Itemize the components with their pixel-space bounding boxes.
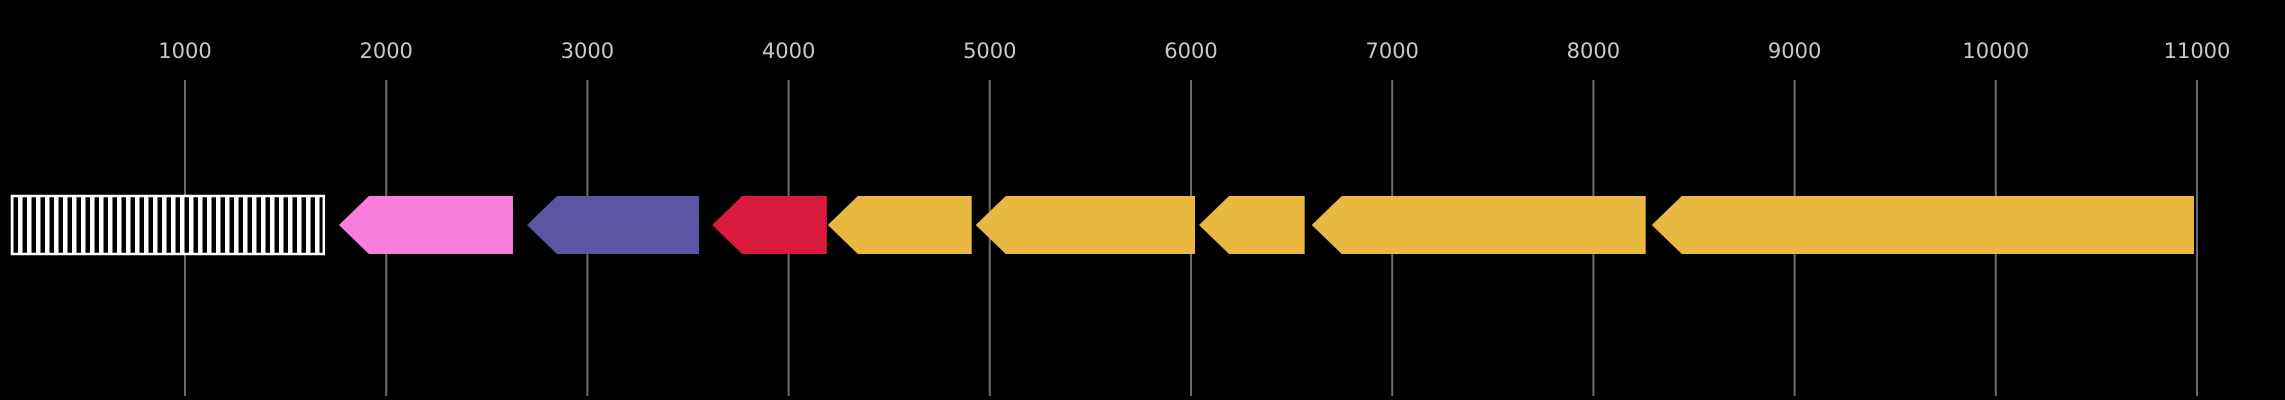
tick-label: 4000: [762, 39, 815, 63]
tick-label: 2000: [359, 39, 412, 63]
feature-red: [712, 196, 827, 254]
tick-label: 11000: [2164, 39, 2231, 63]
tick-label: 10000: [1962, 39, 2029, 63]
feature-gold-5: [1651, 196, 2194, 254]
feature-pink: [338, 196, 513, 254]
tick-label: 7000: [1365, 39, 1418, 63]
feature-gold-2: [975, 196, 1196, 254]
tick-label: 8000: [1567, 39, 1620, 63]
tick-label: 3000: [561, 39, 614, 63]
hatched-box: [10, 194, 326, 256]
feature-gold-1: [827, 196, 972, 254]
feature-gold-3: [1199, 196, 1305, 254]
tick-label: 9000: [1768, 39, 1821, 63]
tick-label: 1000: [158, 39, 211, 63]
feature-gold-4: [1311, 196, 1646, 254]
tick-label: 6000: [1164, 39, 1217, 63]
feature-purple: [527, 196, 700, 254]
features-group: [10, 194, 2194, 256]
tick-label: 5000: [963, 39, 1016, 63]
tick-labels-group: 1000 2000 3000 4000 5000 6000 7000 8000 9000 1000…: [158, 39, 2230, 63]
